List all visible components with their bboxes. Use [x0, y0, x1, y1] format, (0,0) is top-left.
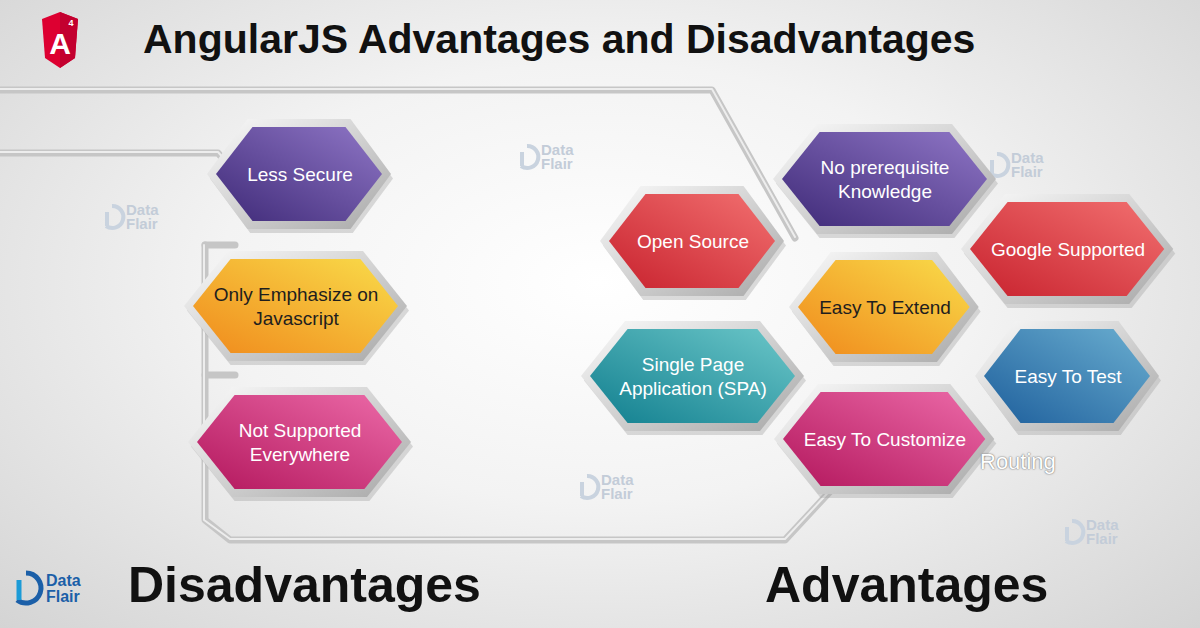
logo-letter: A — [49, 27, 71, 61]
watermark: Data Flair — [601, 473, 643, 502]
hexagon-box: Google Supported — [961, 194, 1175, 306]
hexagon-box: Less Secure — [207, 119, 393, 231]
hexagon-box: No prerequisite Knowledge — [773, 124, 998, 236]
hexagon-label: Only Emphasize on Javascript — [214, 283, 379, 331]
hexagon-label: Single Page Application (SPA) — [611, 353, 776, 401]
hexagon-label: Easy To Test — [1014, 365, 1121, 389]
hexagon-label: Not Supported Everywhere — [218, 419, 383, 467]
bracket-lines — [0, 89, 850, 540]
angular-logo — [42, 12, 78, 68]
watermark: Data Flair — [126, 203, 168, 232]
hexagon-label: Easy To Extend — [819, 296, 951, 320]
diagram-title: AngularJS Advantages and Disadvantages — [143, 16, 975, 63]
hexagon-outline — [773, 124, 998, 236]
hexagon-box: Easy To Extend — [789, 252, 981, 364]
hexagon-label: Google Supported — [991, 238, 1145, 262]
hexagon-box: Single Page Application (SPA) — [581, 321, 806, 433]
hexagon-outline — [581, 321, 806, 433]
hexagon-box: Not Supported Everywhere — [188, 387, 413, 499]
hexagon-label: No prerequisite Knowledge — [803, 156, 968, 204]
hexagon-label: Less Secure — [247, 163, 353, 187]
hexagon-outline — [188, 387, 413, 499]
hexagon-box: Only Emphasize on Javascript — [184, 251, 409, 363]
hexagon-box: Open Source — [600, 186, 786, 298]
hexagon-box: Easy To Test — [975, 321, 1161, 433]
watermark: Data Flair — [1011, 151, 1053, 180]
hexagon-label: Open Source — [637, 230, 749, 254]
dataflair-logo-icon — [17, 573, 41, 603]
logo-version: 4 — [68, 18, 73, 28]
watermark: Data Flair — [541, 143, 583, 172]
section-heading: Disadvantages — [128, 556, 481, 614]
hexagon-box: Easy To Customize — [774, 384, 996, 496]
brand-logo-text: Data Flair — [46, 573, 90, 605]
faint-label: Routing — [980, 449, 1056, 475]
hexagon-outline — [184, 251, 409, 363]
hexagon-label: Easy To Customize — [804, 428, 966, 452]
section-heading: Advantages — [765, 556, 1048, 614]
watermark: Data Flair — [1086, 518, 1128, 547]
